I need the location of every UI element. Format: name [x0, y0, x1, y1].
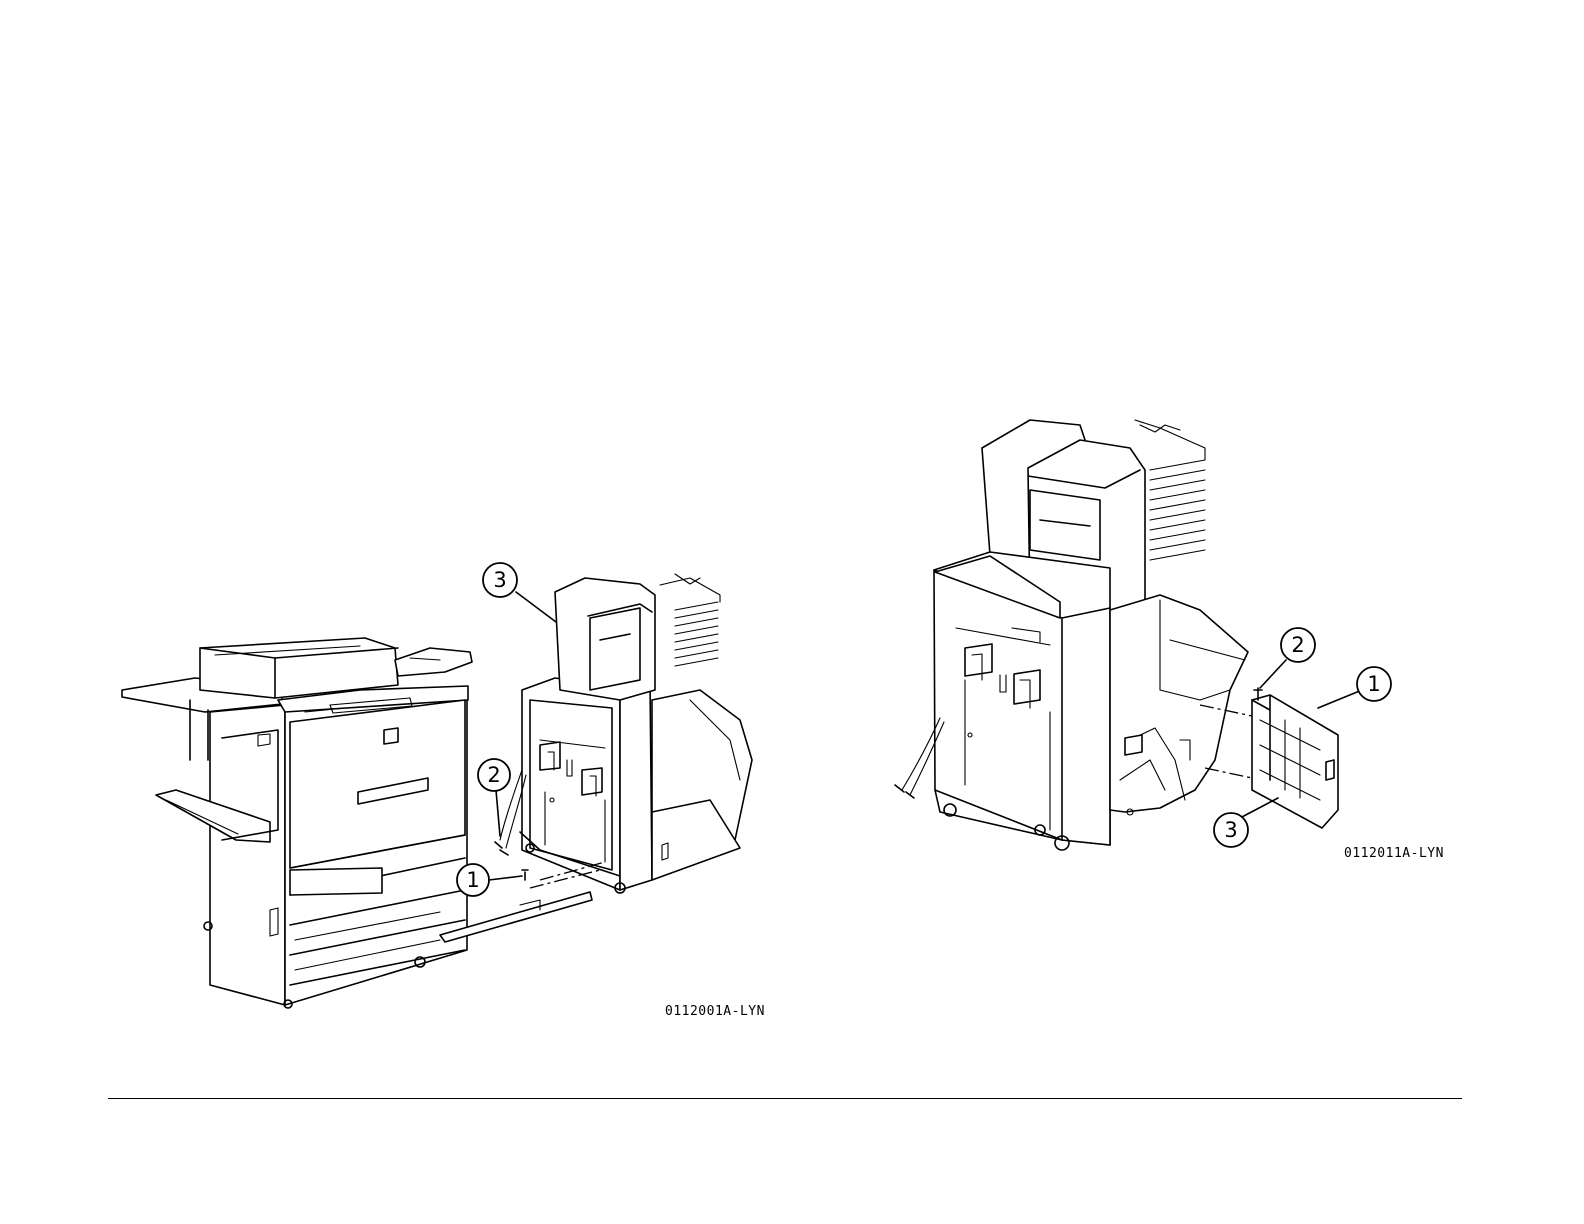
left-figure-copier-and-finisher: 3 2 1: [122, 563, 752, 1008]
svg-text:1: 1: [466, 868, 479, 892]
right-callout-1: 1: [1357, 667, 1391, 701]
right-callout-2: 2: [1281, 628, 1315, 662]
svg-text:3: 3: [493, 568, 506, 592]
right-callout-3: 3: [1214, 813, 1248, 847]
svg-text:1: 1: [1367, 672, 1380, 696]
left-finisher-trays: [660, 574, 720, 666]
left-callout-2: 2: [478, 759, 510, 791]
svg-text:3: 3: [1224, 818, 1237, 842]
left-figure-id-label: 0112001A-LYN: [665, 1004, 765, 1019]
left-callout-1: 1: [457, 864, 489, 896]
svg-text:2: 2: [487, 763, 500, 787]
right-figure-finisher-cover: 2 1 3: [895, 420, 1391, 850]
svg-text:2: 2: [1291, 633, 1304, 657]
footer-rule: [108, 1098, 1462, 1099]
right-figure-id-label: 0112011A-LYN: [1344, 846, 1444, 861]
left-callout-3: 3: [483, 563, 517, 597]
